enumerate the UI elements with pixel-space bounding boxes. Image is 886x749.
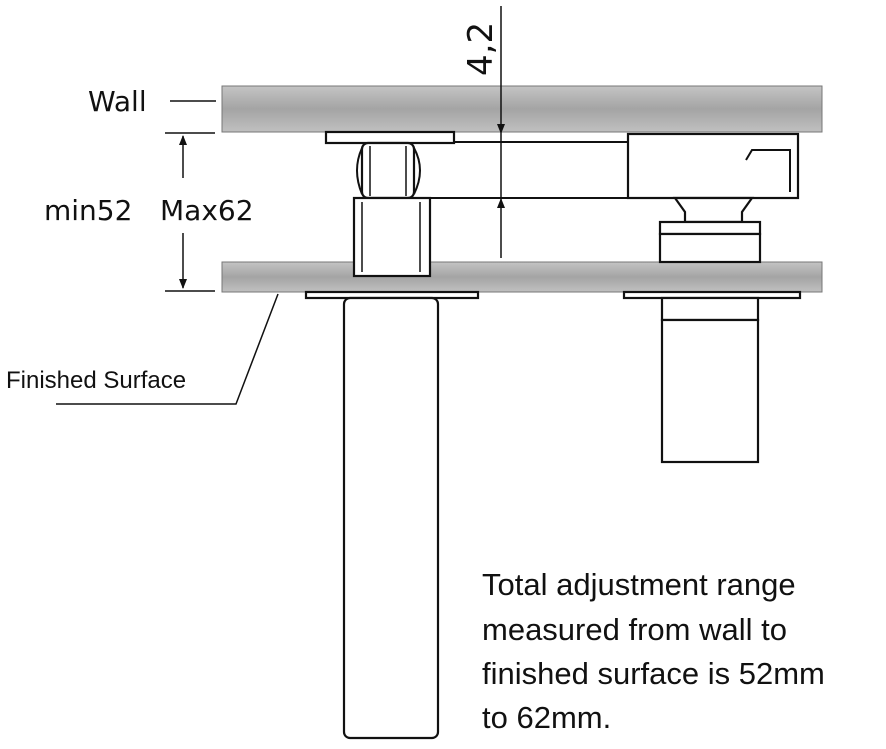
- connecting-pipe: [430, 141, 628, 199]
- mixer-handle: [622, 290, 802, 464]
- finished-surface-label: Finished Surface: [6, 367, 186, 394]
- mixer-valve-body: [626, 132, 800, 264]
- note-line: to 62mm.: [482, 700, 611, 735]
- depth-dimension: [165, 132, 215, 292]
- gap-label: 4,2: [461, 22, 501, 76]
- finished-surface-slab: [221, 261, 823, 293]
- max-label: Max62: [160, 194, 254, 227]
- wall-slab: [221, 85, 823, 133]
- spout: [304, 290, 480, 740]
- note-line: Total adjustment range: [482, 567, 796, 602]
- wall-label: Wall: [88, 85, 147, 118]
- min-label: min52: [44, 194, 132, 227]
- adjustment-note: Total adjustment range measured from wal…: [482, 567, 825, 735]
- finished-surface-leader: [56, 293, 279, 405]
- note-line: measured from wall to: [482, 612, 787, 647]
- spout-valve-body: [324, 130, 456, 278]
- note-line: finished surface is 52mm: [482, 656, 825, 691]
